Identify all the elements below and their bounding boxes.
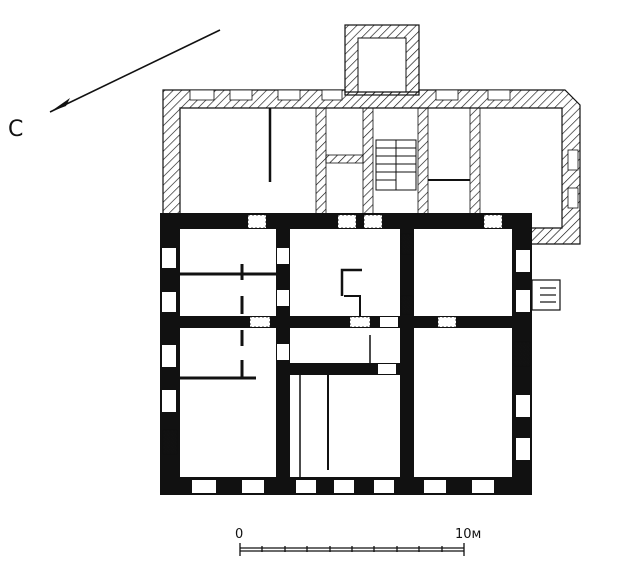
wall-openings	[162, 215, 530, 493]
scale-end-label: 10м	[455, 527, 481, 542]
compass-label: С	[8, 117, 23, 142]
scale-bar	[239, 543, 465, 556]
scale-start-label: 0	[235, 527, 243, 542]
thin-partitions	[180, 264, 371, 477]
side-porch	[531, 279, 561, 311]
main-block	[160, 213, 532, 495]
crosshatch-infill	[162, 233, 531, 455]
hatched-outer-wall	[162, 89, 581, 245]
staircase	[375, 139, 417, 191]
hatched-wing	[162, 24, 581, 245]
north-arrow-icon	[49, 29, 221, 113]
